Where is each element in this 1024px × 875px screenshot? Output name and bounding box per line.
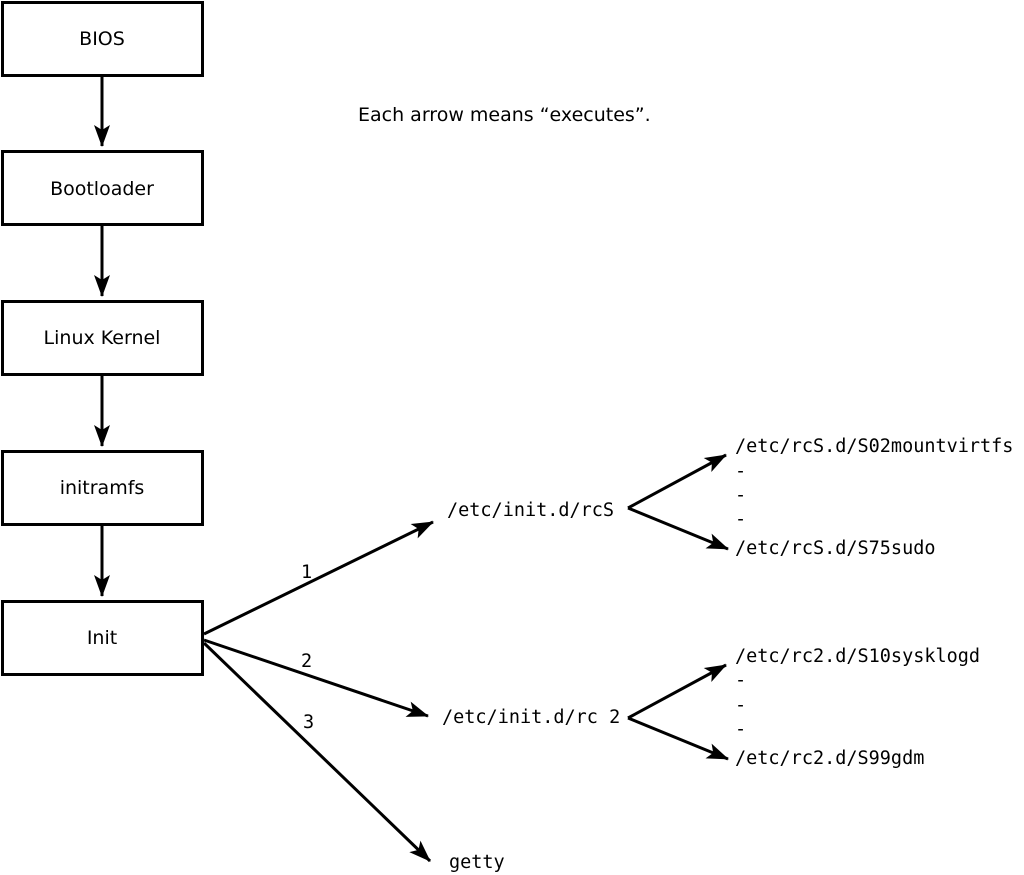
arrow-meaning-note: Each arrow means “executes”. [358, 104, 651, 126]
rc2-script-label: /etc/init.d/rc 2 [442, 707, 620, 728]
node-init: Init [1, 600, 204, 676]
arrow-rcs-to-s75sudo [627, 506, 729, 551]
rc2-child-s99gdm: /etc/rc2.d/S99gdm [735, 748, 924, 769]
arrow-init-to-getty [202, 641, 432, 863]
arrow-number-2: 2 [301, 651, 312, 672]
rcs-child-s75sudo: /etc/rcS.d/S75sudo [735, 538, 935, 559]
linux-kernel-label: Linux Kernel [44, 327, 161, 349]
arrow-rc2-to-s10sysklogd [627, 663, 727, 720]
rc2-branch: /etc/rc2.d/S10sysklogd - - - /etc/rc2.d/… [627, 646, 980, 769]
node-bootloader: Bootloader [1, 150, 204, 226]
bios-box [1, 1, 204, 77]
initramfs-label: initramfs [60, 477, 145, 499]
arrow-rcs-to-s02mountvirtfs [627, 453, 727, 510]
arrow-init-to-rcs [203, 520, 434, 636]
init-label: Init [87, 627, 117, 649]
rcs-child-ellipsis-2: - [735, 485, 746, 506]
bios-label: BIOS [79, 28, 125, 50]
arrow-number-1: 1 [301, 562, 312, 583]
rcs-child-s02mountvirtfs: /etc/rcS.d/S02mountvirtfs [735, 436, 1013, 457]
initramfs-box [1, 450, 204, 526]
rc2-child-ellipsis-2: - [735, 695, 746, 716]
arrow-init-to-rc2 [203, 638, 429, 718]
rc2-child-s10sysklogd: /etc/rc2.d/S10sysklogd [735, 646, 980, 667]
node-bios: BIOS [1, 1, 204, 77]
init-box [1, 600, 204, 676]
node-initramfs: initramfs [1, 450, 204, 526]
rc2-child-ellipsis-3: - [735, 719, 746, 740]
rcs-script-label: /etc/init.d/rcS [447, 500, 614, 521]
bootloader-label: Bootloader [50, 178, 154, 200]
arrow-number-3: 3 [303, 712, 314, 733]
rc2-child-ellipsis-1: - [735, 670, 746, 691]
rcs-branch: /etc/rcS.d/S02mountvirtfs - - - /etc/rcS… [627, 436, 1013, 559]
node-linux-kernel: Linux Kernel [1, 300, 204, 376]
rcs-child-ellipsis-1: - [735, 461, 746, 482]
arrow-rc2-to-s99gdm [627, 716, 729, 761]
linux-kernel-box [1, 300, 204, 376]
bootloader-box [1, 150, 204, 226]
rcs-child-ellipsis-3: - [735, 509, 746, 530]
getty-label: getty [449, 852, 505, 873]
